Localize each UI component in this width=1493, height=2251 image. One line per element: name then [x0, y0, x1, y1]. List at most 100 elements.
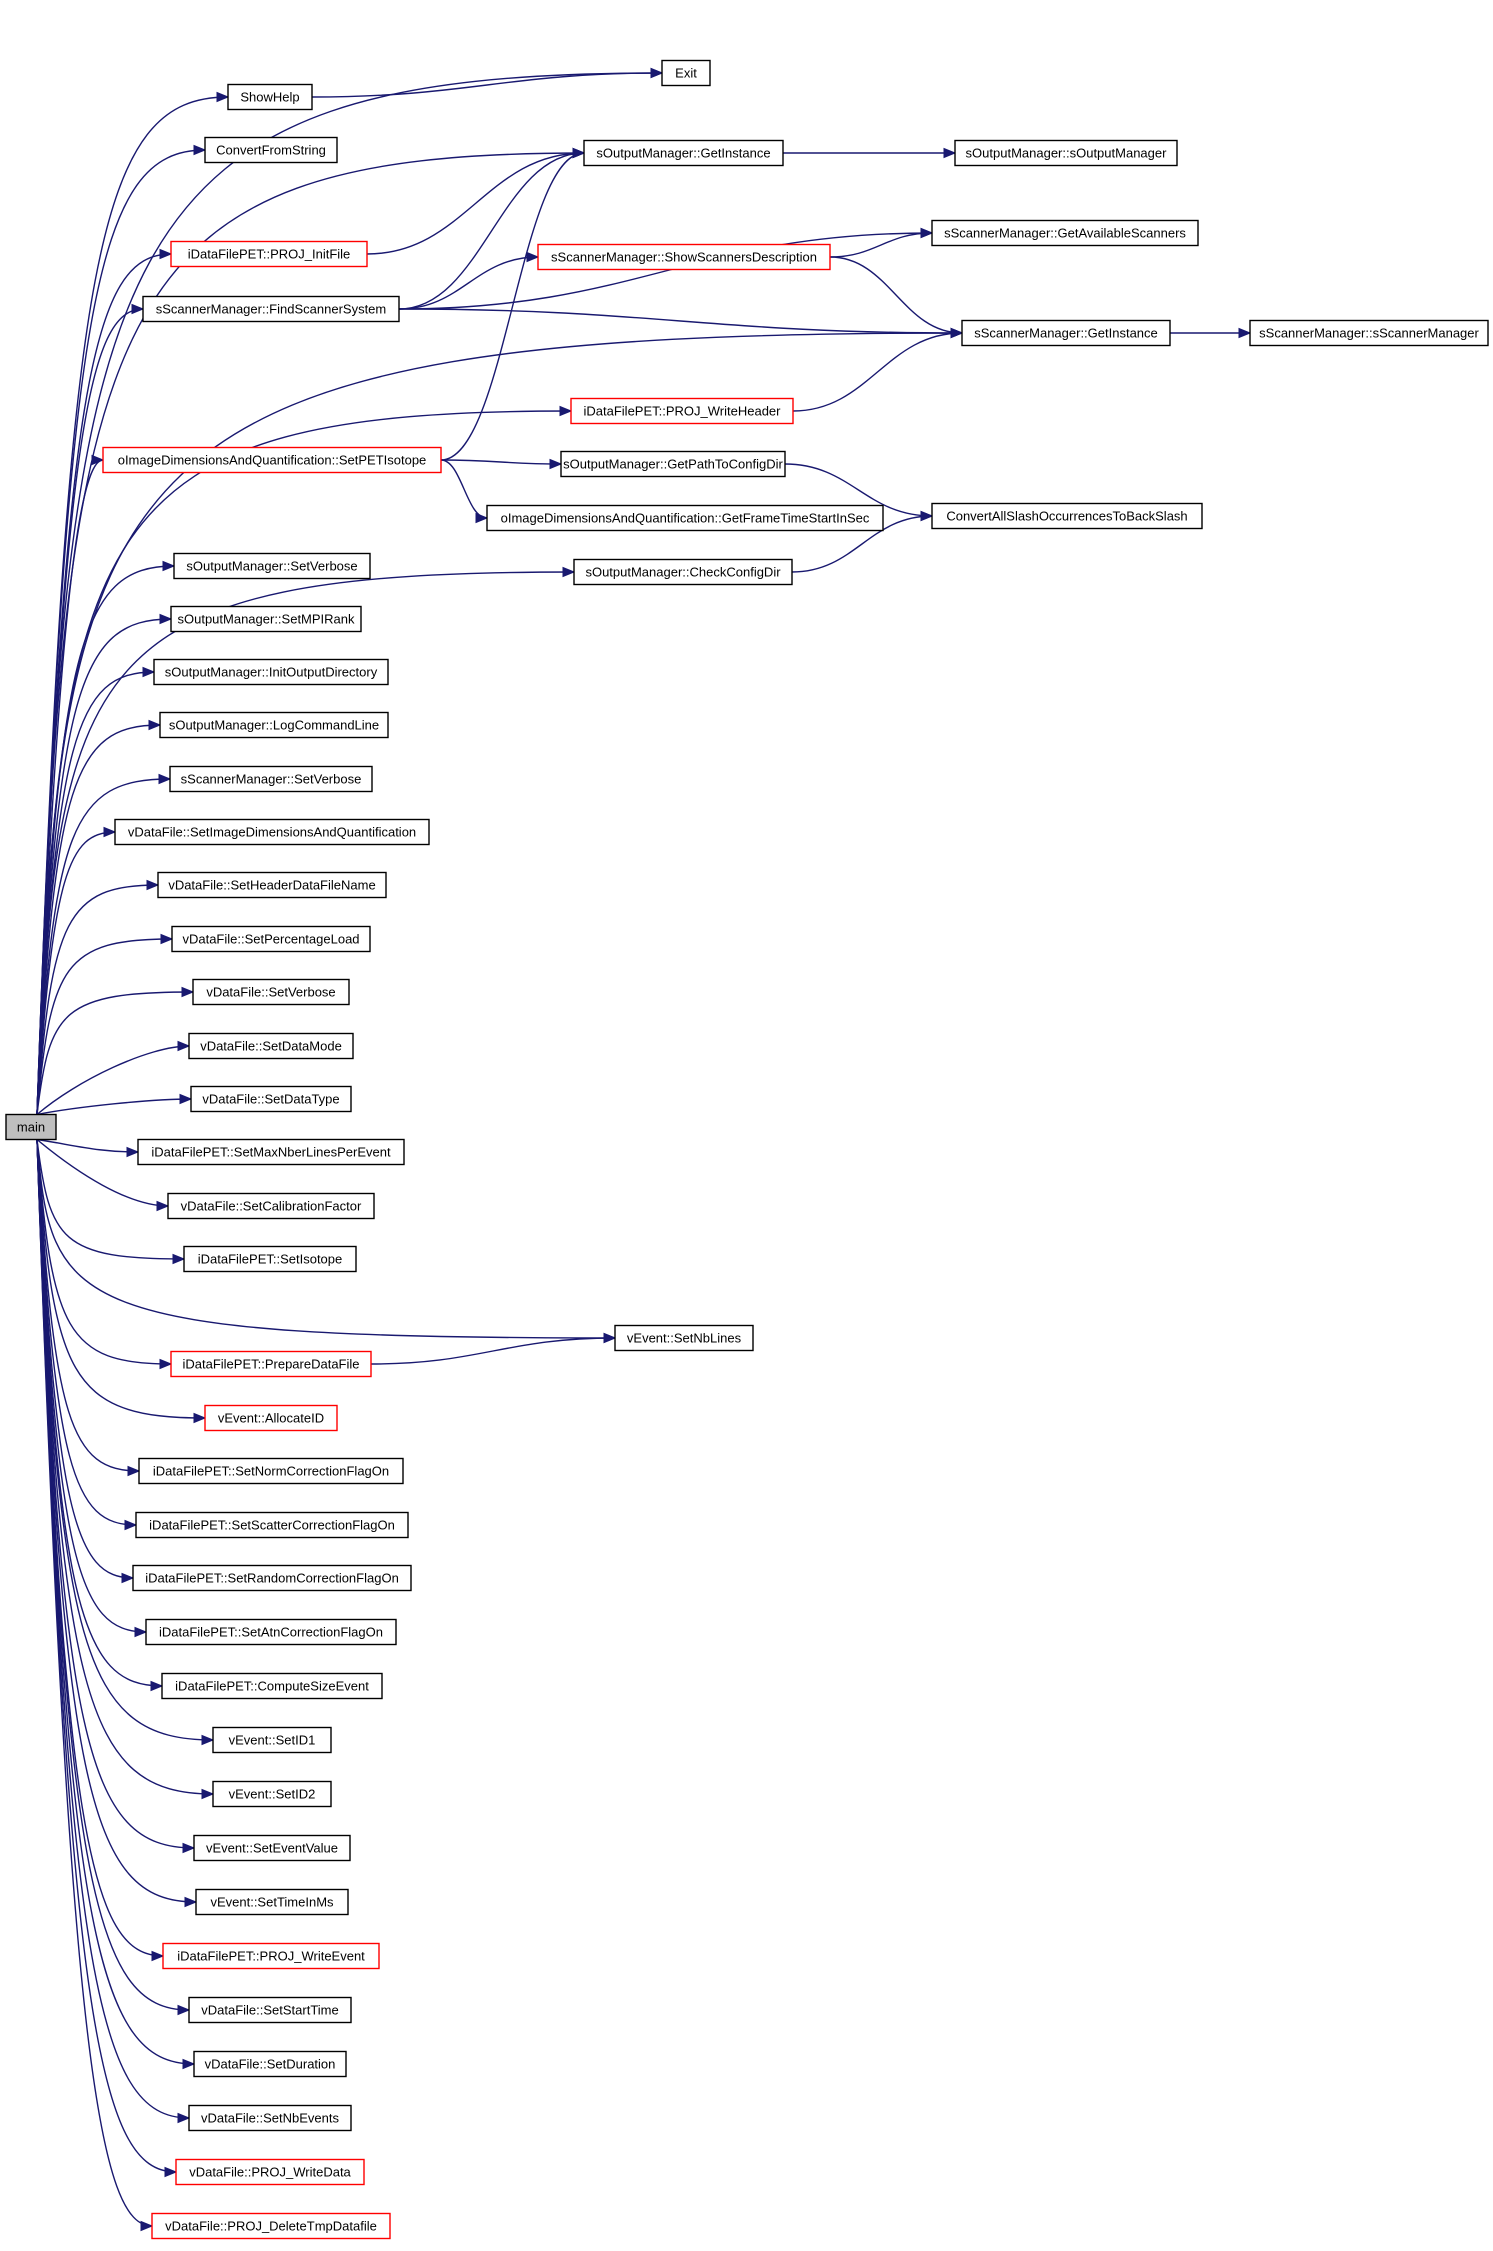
node-sm_getavail[interactable]: sScannerManager::GetAvailableScanners — [931, 219, 1199, 247]
edge-main-to-vdf_setimgdims — [36, 831, 116, 1115]
node-pet_setisotope[interactable]: iDataFilePET::SetIsotope — [183, 1245, 357, 1273]
edge-setpetisotope-to-om_getpathconfig — [440, 459, 562, 465]
arrowhead-sm_getinstance-to-sm_ctor — [1238, 327, 1252, 339]
node-label: sScannerManager::GetAvailableScanners — [944, 226, 1186, 241]
node-vdf_setimgdims[interactable]: vDataFile::SetImageDimensionsAndQuantifi… — [114, 818, 430, 846]
node-box — [167, 1192, 375, 1220]
node-proj_writeheader[interactable]: iDataFilePET::PROJ_WriteHeader — [570, 397, 794, 425]
node-ve_settimeinms[interactable]: vEvent::SetTimeInMs — [195, 1888, 349, 1916]
node-om_setmpirank[interactable]: sOutputManager::SetMPIRank — [170, 605, 362, 633]
node-vdf_setdatamode[interactable]: vDataFile::SetDataMode — [188, 1032, 354, 1060]
node-sm_showdesc[interactable]: sScannerManager::ShowScannersDescription — [537, 243, 831, 271]
node-box — [961, 319, 1171, 347]
node-proj_initfile[interactable]: iDataFilePET::PROJ_InitFile — [170, 240, 368, 268]
arrowhead-main-to-ve_seteventvalue — [182, 1842, 196, 1854]
node-sm_ctor[interactable]: sScannerManager::sScannerManager — [1249, 319, 1489, 347]
arrowhead-main-to-vdf_deletetmp — [140, 2220, 154, 2232]
node-ve_setid1[interactable]: vEvent::SetID1 — [212, 1726, 332, 1754]
node-pet_prepare[interactable]: iDataFilePET::PrepareDataFile — [170, 1350, 372, 1378]
node-om_setverbose[interactable]: sOutputManager::SetVerbose — [173, 552, 371, 580]
edge-sm_findsys-to-sm_getavail — [398, 232, 933, 310]
node-vdf_setduration[interactable]: vDataFile::SetDuration — [193, 2050, 347, 2078]
node-label: sScannerManager::GetInstance — [974, 326, 1158, 341]
node-om_getpathconfig[interactable]: sOutputManager::GetPathToConfigDir — [560, 450, 786, 478]
node-convertfromstring[interactable]: ConvertFromString — [204, 136, 338, 164]
node-ve_setid2[interactable]: vEvent::SetID2 — [212, 1780, 332, 1808]
arrowhead-main-to-om_checkconfig — [562, 566, 576, 578]
node-label: vEvent::SetNbLines — [627, 1331, 742, 1346]
node-box — [161, 1672, 383, 1700]
node-vdf_setstarttime[interactable]: vDataFile::SetStartTime — [188, 1996, 352, 2024]
node-vdf_writedata[interactable]: vDataFile::PROJ_WriteData — [175, 2158, 365, 2186]
node-label: sOutputManager::LogCommandLine — [169, 718, 379, 733]
node-label: iDataFilePET::PROJ_InitFile — [188, 247, 351, 262]
node-label: iDataFilePET::SetMaxNberLinesPerEvent — [151, 1145, 391, 1160]
node-pet_setmaxnber[interactable]: iDataFilePET::SetMaxNberLinesPerEvent — [137, 1138, 405, 1166]
node-om_ctor[interactable]: sOutputManager::sOutputManager — [954, 139, 1178, 167]
node-vdf_setpercent[interactable]: vDataFile::SetPercentageLoad — [171, 925, 371, 953]
edge-sm_findsys-to-om_getinstance — [398, 152, 585, 310]
node-pet_randomflag[interactable]: iDataFilePET::SetRandomCorrectionFlagOn — [132, 1564, 412, 1592]
node-box — [153, 658, 389, 686]
arrowhead-main-to-om_initoutdir — [142, 666, 156, 678]
node-pet_writeevent[interactable]: iDataFilePET::PROJ_WriteEvent — [162, 1942, 380, 1970]
node-vdf_deletetmp[interactable]: vDataFile::PROJ_DeleteTmpDatafile — [151, 2212, 391, 2240]
node-vdf_setdatatype[interactable]: vDataFile::SetDataType — [190, 1085, 352, 1113]
node-sm_findsys[interactable]: sScannerManager::FindScannerSystem — [142, 295, 400, 323]
node-om_initoutdir[interactable]: sOutputManager::InitOutputDirectory — [153, 658, 389, 686]
node-label: vDataFile::SetDuration — [205, 2057, 336, 2072]
arrowhead-main-to-vdf_setduration — [182, 2058, 196, 2070]
node-ve_setnblines[interactable]: vEvent::SetNbLines — [614, 1324, 754, 1352]
node-pet_computesize[interactable]: iDataFilePET::ComputeSizeEvent — [161, 1672, 383, 1700]
node-om_logcmd[interactable]: sOutputManager::LogCommandLine — [159, 711, 389, 739]
node-box — [135, 1511, 409, 1539]
node-label: iDataFilePET::SetScatterCorrectionFlagOn — [149, 1518, 395, 1533]
node-vdf_setverbose[interactable]: vDataFile::SetVerbose — [192, 978, 350, 1006]
node-exit[interactable]: Exit — [661, 59, 711, 87]
node-om_checkconfig[interactable]: sOutputManager::CheckConfigDir — [573, 558, 793, 586]
node-pet_normflag[interactable]: iDataFilePET::SetNormCorrectionFlagOn — [138, 1457, 404, 1485]
node-label: vDataFile::SetImageDimensionsAndQuantifi… — [128, 825, 416, 840]
node-om_getinstance[interactable]: sOutputManager::GetInstance — [583, 139, 784, 167]
node-pet_atnflag[interactable]: iDataFilePET::SetAtnCorrectionFlagOn — [145, 1618, 397, 1646]
arrowhead-proj_writeheader-to-sm_getinstance — [950, 327, 964, 339]
node-box — [137, 1138, 405, 1166]
node-pet_scatterflag[interactable]: iDataFilePET::SetScatterCorrectionFlagOn — [135, 1511, 409, 1539]
node-box — [1249, 319, 1489, 347]
node-label: iDataFilePET::PROJ_WriteHeader — [584, 404, 782, 419]
node-setpetisotope[interactable]: oImageDimensionsAndQuantification::SetPE… — [102, 446, 442, 474]
arrowhead-setpetisotope-to-om_getinstance — [572, 147, 586, 159]
node-label: sOutputManager::sOutputManager — [966, 146, 1168, 161]
node-sm_setverbose[interactable]: sScannerManager::SetVerbose — [169, 765, 373, 793]
node-ve_seteventvalue[interactable]: vEvent::SetEventValue — [193, 1834, 351, 1862]
node-ve_allocid[interactable]: vEvent::AllocateID — [204, 1404, 338, 1432]
node-getframetime[interactable]: oImageDimensionsAndQuantification::GetFr… — [486, 504, 884, 532]
node-sm_getinstance[interactable]: sScannerManager::GetInstance — [961, 319, 1171, 347]
edge-main-to-vdf_setverbose — [36, 991, 194, 1115]
arrowhead-om_getinstance-to-om_ctor — [943, 147, 957, 159]
arrowhead-sm_showdesc-to-sm_getavail — [920, 227, 934, 239]
arrowhead-main-to-sm_setverbose — [158, 773, 172, 785]
node-vdf_setheadername[interactable]: vDataFile::SetHeaderDataFileName — [157, 871, 387, 899]
node-main[interactable]: main — [5, 1113, 57, 1141]
node-label: vDataFile::SetDataMode — [200, 1039, 342, 1054]
node-label: vDataFile::SetStartTime — [201, 2003, 339, 2018]
node-label: vDataFile::PROJ_WriteData — [189, 2165, 351, 2180]
edge-main-to-setpetisotope — [36, 459, 104, 1115]
node-box — [614, 1324, 754, 1352]
node-box — [138, 1457, 404, 1485]
node-showhelp[interactable]: ShowHelp — [227, 83, 313, 111]
arrowhead-om_checkconfig-to-convertslash — [920, 510, 934, 522]
arrowhead-main-to-om_setverbose — [162, 560, 176, 572]
node-box — [204, 1404, 338, 1432]
node-vdf_setnbevents[interactable]: vDataFile::SetNbEvents — [188, 2104, 352, 2132]
arrowhead-main-to-vdf_setdatamode — [177, 1040, 191, 1052]
node-label: vDataFile::SetPercentageLoad — [182, 932, 359, 947]
node-convertslash[interactable]: ConvertAllSlashOccurrencesToBackSlash — [931, 502, 1203, 530]
edge-sm_showdesc-to-sm_getinstance — [829, 256, 963, 334]
node-vdf_setcalib[interactable]: vDataFile::SetCalibrationFactor — [167, 1192, 375, 1220]
node-label: sScannerManager::FindScannerSystem — [156, 302, 387, 317]
node-box — [190, 1085, 352, 1113]
node-box — [170, 605, 362, 633]
